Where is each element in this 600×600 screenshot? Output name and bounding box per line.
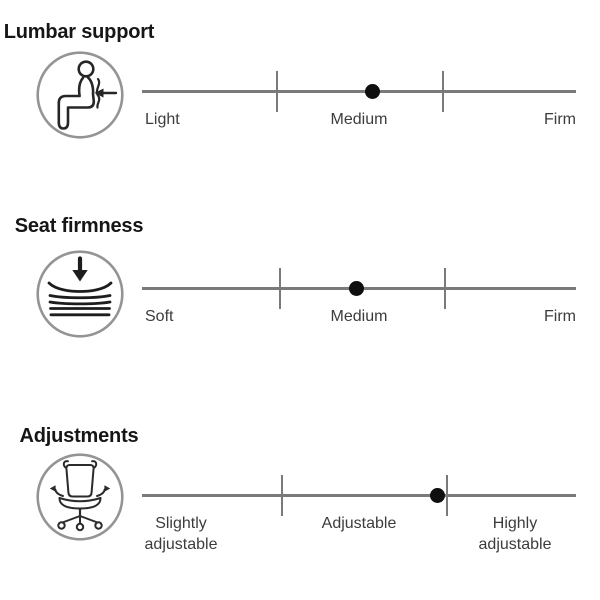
scale-label-low: Soft <box>145 308 174 325</box>
adjustments-section: Adjustments Sli <box>0 426 600 596</box>
section-title: Seat firmness <box>14 215 144 237</box>
scale-tick <box>441 71 445 112</box>
adjustments-scale: Slightly adjustable Adjustable Highly ad… <box>142 475 576 584</box>
scale-value-dot <box>430 487 446 503</box>
scale-tick <box>278 268 282 309</box>
seat-firmness-section: Seat firmness Soft Medium Firm <box>0 216 600 386</box>
lumbar-support-icon <box>35 50 125 140</box>
section-title: Lumbar support <box>3 21 155 43</box>
scale-label-mid: Medium <box>330 111 388 128</box>
seat-firmness-scale: Soft Medium Firm <box>142 268 576 377</box>
lumbar-support-section: Lumbar support Light Medium Firm <box>0 22 600 192</box>
lumbar-support-scale: Light Medium Firm <box>142 71 576 180</box>
scale-track <box>142 90 576 93</box>
scale-value-dot <box>365 83 381 99</box>
scale-label-low: Slightly adjustable <box>144 515 218 553</box>
scale-label-high: Firm <box>544 308 576 325</box>
adjustments-icon <box>35 452 125 542</box>
scale-tick <box>445 475 449 516</box>
scale-label-mid: Medium <box>330 308 388 325</box>
scale-tick <box>280 475 284 516</box>
section-title: Adjustments <box>19 425 139 447</box>
scale-label-low: Light <box>145 111 180 128</box>
scale-value-dot <box>349 280 365 296</box>
scale-track <box>142 494 576 497</box>
seat-firmness-icon <box>35 249 125 339</box>
scale-tick <box>275 71 279 112</box>
scale-tick <box>443 268 447 309</box>
scale-label-high: Highly adjustable <box>478 515 552 553</box>
scale-label-mid: Adjustable <box>321 515 397 532</box>
scale-label-high: Firm <box>544 111 576 128</box>
